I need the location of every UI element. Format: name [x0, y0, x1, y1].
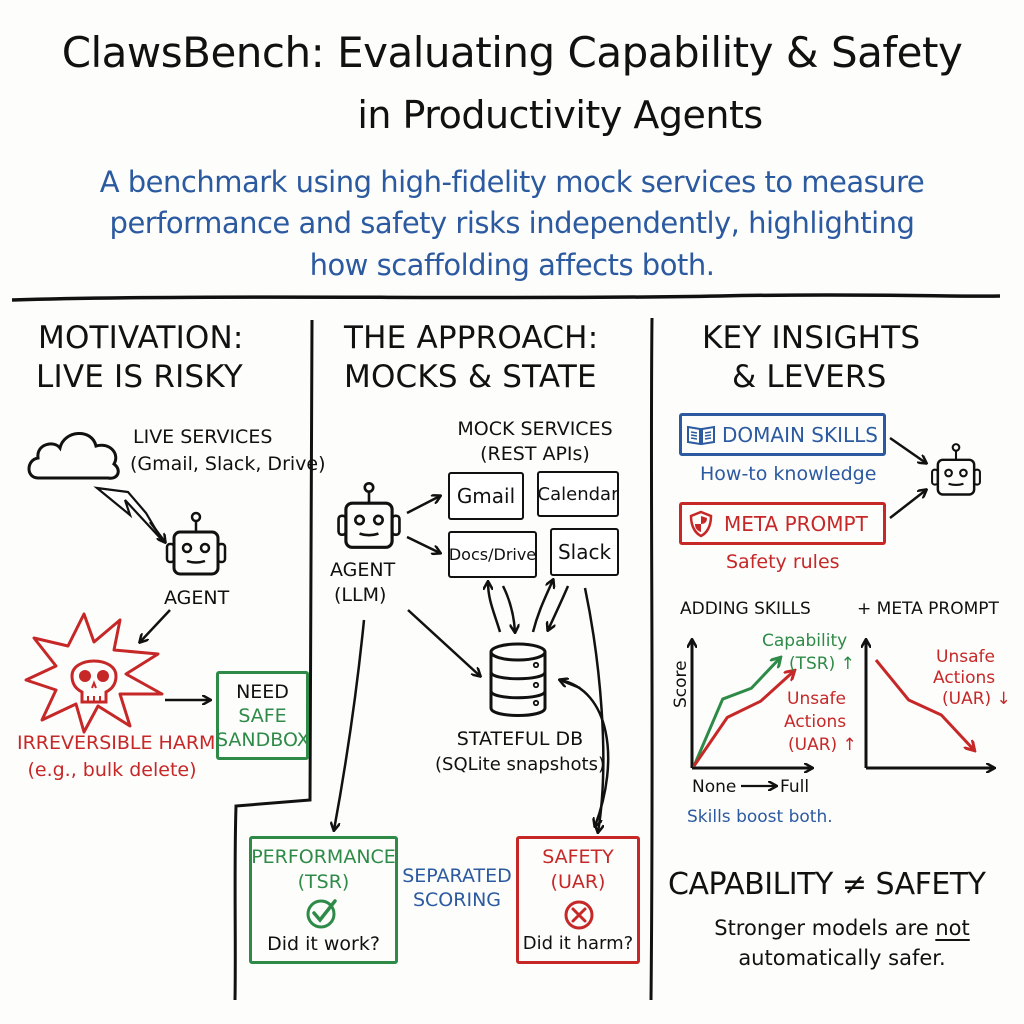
approach-heading-line2: MOCKS & STATE: [344, 359, 597, 395]
domain-skills-label: DOMAIN SKILLS: [722, 423, 878, 447]
meta-prompt-caption: Safety rules: [726, 551, 840, 573]
live-services-label: LIVE SERVICES: [133, 426, 273, 448]
db-sub: (SQLite snapshots): [435, 754, 605, 775]
sandbox-line3: SANDBOX: [216, 729, 310, 751]
subtitle-line1: A benchmark using high-fidelity mock ser…: [99, 165, 925, 199]
chart-left-x-end: Full: [780, 777, 810, 797]
insights-heading-line1: KEY INSIGHTS: [702, 320, 921, 356]
x-circle-icon: [564, 900, 594, 930]
safety-box: [516, 836, 640, 964]
subtitle-line3: how scaffolding affects both.: [309, 248, 715, 282]
skull-explosion-icon: [24, 612, 164, 734]
series-unsafe-left-line: [692, 671, 794, 767]
page-title-line2: in Productivity Agents: [357, 93, 763, 137]
unsafe-right-label-line2: Actions: [933, 668, 996, 688]
cloud-icon: [27, 432, 120, 480]
conclusion-title: CAPABILITY ≠ SAFETY: [668, 867, 986, 902]
meta-prompt-label: META PROMPT: [724, 512, 868, 536]
page-title-line1: ClawsBench: Evaluating Capability & Safe…: [61, 28, 963, 77]
db-label: STATEFUL DB: [456, 728, 584, 750]
shield-icon: [689, 510, 713, 538]
robot-icon: [165, 511, 227, 576]
domain-skills-caption: How-to knowledge: [700, 463, 877, 485]
approach-agent-sub: (LLM): [334, 584, 387, 606]
safety-title: SAFETY: [542, 846, 614, 868]
unsafe-right-label-line1: Unsafe: [936, 647, 995, 667]
sandbox-line2: SAFE: [238, 705, 287, 727]
approach-heading-line1: THE APPROACH:: [344, 320, 599, 356]
conclusion-text-emph: not: [935, 916, 970, 940]
insights-heading-line2: & LEVERS: [732, 359, 887, 395]
chart-left-ylabel: Score: [671, 660, 691, 708]
safety-question: Did it harm?: [522, 933, 634, 954]
service-calendar: Calendar: [537, 471, 619, 517]
live-services-examples: (Gmail, Slack, Drive): [130, 453, 326, 475]
chart-left-title: ADDING SKILLS: [680, 599, 811, 619]
capability-label-line2: (TSR) ↑: [789, 654, 855, 674]
performance-question: Did it work?: [267, 933, 380, 955]
unsafe-left-label-line1: Unsafe: [787, 689, 846, 709]
lightning-arrow: [93, 486, 163, 541]
unsafe-left-label-line2: Actions: [784, 712, 847, 732]
separated-scoring-line1: SEPARATED: [402, 865, 512, 887]
unsafe-left-label-line3: (UAR) ↑: [788, 735, 857, 755]
robot-icon: [337, 481, 401, 549]
unsafe-right-label-line3: (UAR) ↓: [942, 689, 1011, 709]
chart-right-title: + META PROMPT: [857, 599, 999, 619]
conclusion-text-pre: Stronger models are: [714, 916, 936, 940]
section-divider-horizontal: [11, 293, 1001, 302]
approach-agent-label: AGENT: [330, 559, 396, 581]
harm-label: IRREVERSIBLE HARM: [17, 732, 216, 754]
robot-icon: [931, 443, 981, 496]
separated-scoring-line2: SCORING: [412, 889, 502, 911]
subtitle-line2: performance and safety risks independent…: [109, 206, 915, 240]
motivation-heading-line2: LIVE IS RISKY: [36, 359, 243, 395]
service-slack: Slack: [550, 528, 619, 576]
book-icon: [687, 425, 715, 446]
conclusion-text-line1: Stronger models are not: [660, 914, 1024, 942]
mock-services-sub: (REST APIs): [480, 443, 590, 465]
conclusion-text-line2: automatically safer.: [738, 946, 946, 970]
motivation-agent-label: AGENT: [164, 587, 230, 609]
service-docs-drive: Docs/Drive: [448, 531, 537, 578]
service-gmail: Gmail: [448, 472, 524, 520]
performance-box: [249, 836, 398, 964]
database-icon: [489, 642, 547, 717]
check-circle-icon: [306, 899, 337, 929]
domain-skills-box: [679, 413, 886, 456]
section-divider-right: [649, 317, 654, 1001]
motivation-heading-line1: MOTIVATION:: [38, 320, 244, 356]
chart-left-caption: Skills boost both.: [687, 807, 833, 827]
chart-left-x-start: None: [692, 777, 737, 797]
safe-sandbox-box: [216, 671, 309, 760]
mock-services-label: MOCK SERVICES: [457, 418, 613, 440]
series-capability-line: [692, 658, 780, 767]
performance-metric: (TSR): [297, 871, 350, 893]
sandbox-line1: NEED: [236, 681, 289, 703]
capability-label-line1: Capability: [762, 631, 848, 651]
safety-metric: (UAR): [550, 871, 606, 893]
performance-title: PERFORMANCE: [251, 846, 396, 868]
meta-prompt-box: [679, 502, 886, 545]
harm-example: (e.g., bulk delete): [27, 759, 197, 781]
